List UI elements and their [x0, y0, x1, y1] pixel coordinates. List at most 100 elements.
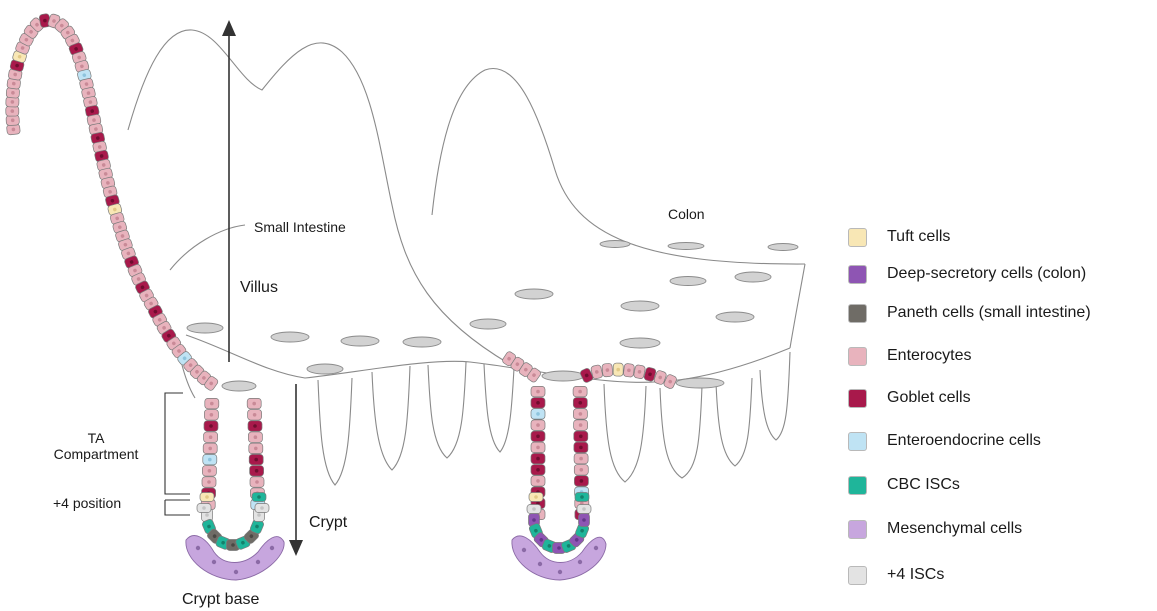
goblet-cell	[531, 398, 545, 409]
enteroendocrine-cell	[203, 454, 217, 465]
enteroendocrine-cell-nucleus	[208, 458, 212, 462]
crypt-opening	[307, 364, 343, 374]
colon-upper-outline	[432, 68, 805, 264]
mesenchymal-nucleus	[538, 562, 542, 566]
enterocyte-cell	[202, 477, 216, 488]
deep-secretory-cell	[579, 514, 590, 527]
plus4-isc-cell-nucleus	[205, 513, 209, 517]
enterocyte-cell-nucleus	[536, 423, 540, 427]
enterocyte-cell	[6, 106, 19, 116]
crypt-tube-outline	[318, 378, 352, 485]
plus4-isc-cell	[197, 504, 211, 513]
enterocyte-cell-nucleus	[253, 413, 257, 417]
enterocyte-cell-nucleus	[536, 479, 540, 483]
cbc-isc-cell-nucleus	[257, 495, 261, 499]
legend-swatch	[848, 347, 867, 366]
legend-label: Enterocytes	[887, 347, 971, 365]
enterocyte-cell	[247, 398, 261, 409]
tuft-cell-nucleus	[205, 495, 209, 499]
crypt-opening	[676, 378, 724, 388]
enterocyte-cell-nucleus	[255, 480, 259, 484]
mesenchymal-nucleus	[558, 570, 562, 574]
goblet-cell	[574, 476, 588, 487]
enterocyte-cell-nucleus	[578, 390, 582, 394]
crypt-opening	[403, 337, 441, 347]
enterocyte-cell-nucleus	[579, 412, 583, 416]
crypt-opening	[222, 381, 256, 391]
mesenchymal-nucleus	[212, 560, 216, 564]
crypt-tube-outline	[760, 352, 790, 440]
enterocyte-cell	[203, 443, 217, 454]
legend-label: Mesenchymal cells	[887, 520, 1022, 538]
goblet-cell-nucleus	[579, 401, 583, 405]
mucosal-surface	[186, 335, 790, 382]
enterocyte-cell	[574, 465, 588, 476]
label-plus4-position: +4 position	[53, 495, 121, 511]
goblet-cell	[574, 442, 588, 453]
crypt-openings	[187, 241, 798, 392]
enterocyte-cell	[574, 420, 588, 431]
tuft-cell	[613, 363, 623, 376]
plus4-isc-cell-nucleus	[257, 513, 261, 517]
legend-swatch	[848, 265, 867, 284]
plus4-isc-cell-nucleus	[260, 506, 264, 510]
mesenchymal-nucleus	[522, 548, 526, 552]
legend-swatch	[848, 566, 867, 585]
villus-arrow-head	[222, 20, 236, 36]
label-crypt-base: Crypt base	[182, 591, 259, 609]
mesenchymal-nucleus	[594, 546, 598, 550]
tuft-cell	[200, 493, 214, 502]
legend-item-mesenchymal-cells: Mesenchymal cells	[848, 517, 1022, 541]
legend-label: Deep-secretory cells (colon)	[887, 265, 1086, 283]
goblet-cell	[248, 421, 262, 432]
legend-swatch	[848, 304, 867, 323]
legend-swatch	[848, 228, 867, 247]
paneth-cell-nucleus	[231, 543, 235, 547]
crypt-tube-outline	[484, 364, 514, 452]
crypt-opening	[187, 323, 223, 333]
goblet-cell-nucleus	[536, 435, 540, 439]
enterocyte-cell	[531, 442, 545, 453]
legend-swatch	[848, 432, 867, 451]
crypt-tube-outline	[604, 384, 646, 482]
deep-secretory-cell-nucleus	[532, 518, 536, 522]
goblet-cell	[531, 465, 545, 476]
legend-label: Paneth cells (small intestine)	[887, 304, 1091, 322]
crypt-opening	[768, 244, 798, 251]
enterocyte-cell	[248, 432, 262, 443]
enterocyte-cell-nucleus	[208, 469, 212, 473]
crypt-opening	[735, 272, 771, 282]
plus4-isc-cell-nucleus	[202, 506, 206, 510]
enteroendocrine-cell	[531, 409, 545, 420]
label-villus: Villus	[240, 279, 278, 297]
legend-item-goblet-cells: Goblet cells	[848, 386, 971, 410]
enterocyte-cell-nucleus	[254, 447, 258, 451]
goblet-cell-nucleus	[255, 469, 259, 473]
deep-secretory-cell-nucleus	[582, 518, 586, 522]
enterocyte-cell	[531, 386, 545, 397]
legend-label: CBC ISCs	[887, 476, 960, 494]
plus4-isc-cell-nucleus	[582, 507, 586, 511]
cbc-isc-cell	[252, 493, 266, 502]
plus4-isc-cell	[577, 505, 591, 514]
crypt-opening	[470, 319, 506, 329]
enterocyte-cell-nucleus	[580, 468, 584, 472]
goblet-cell-nucleus	[536, 401, 540, 405]
enterocyte-cell	[574, 453, 588, 464]
legend-item-enterocytes: Enterocytes	[848, 344, 971, 368]
enterocyte-cell	[202, 466, 216, 477]
crypt-tube-outline	[372, 366, 410, 470]
enterocyte-cell	[623, 363, 634, 377]
label-ta-compartment-line2: Compartment	[36, 446, 156, 462]
goblet-cell-nucleus	[579, 446, 583, 450]
enterocyte-cell-nucleus	[252, 402, 256, 406]
legend-label: +4 ISCs	[887, 566, 944, 584]
crypt-tube-outline	[660, 386, 702, 478]
enterocyte-cell	[573, 409, 587, 420]
mesenchymal-nucleus	[270, 546, 274, 550]
goblet-cell	[204, 421, 218, 432]
deep-secretory-cell-nucleus	[557, 546, 561, 550]
enteroendocrine-cell-nucleus	[536, 412, 540, 416]
goblet-cell	[249, 454, 263, 465]
enterocyte-cell-nucleus	[210, 413, 214, 417]
